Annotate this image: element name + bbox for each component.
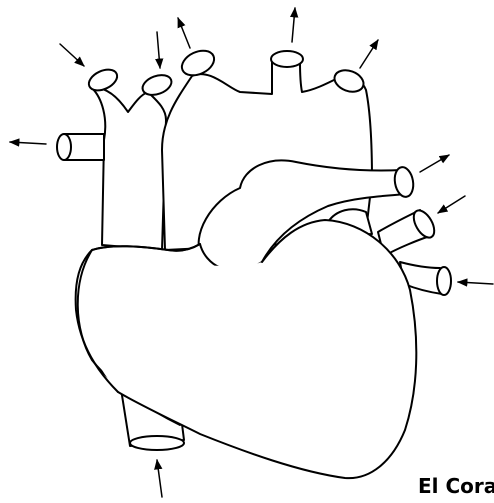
brachiocephalic-vein-left-opening bbox=[86, 66, 121, 95]
arrow-into-lower-pulmonary-vein bbox=[458, 282, 493, 284]
arrow-out-carotid-artery bbox=[292, 8, 295, 42]
inferior-vena-cava-opening bbox=[130, 436, 184, 450]
subclavian-vein-opening bbox=[57, 134, 71, 160]
arrow-out-subclavian-artery bbox=[360, 40, 378, 68]
arrow-into-left-brachiocephalic bbox=[60, 44, 84, 66]
pulmonary-vein-lower-opening bbox=[437, 267, 451, 295]
arrow-out-brachiocephalic-artery bbox=[178, 18, 190, 48]
superior-vena-cava bbox=[92, 88, 166, 250]
arrow-out-pulmonary-artery bbox=[420, 155, 449, 172]
brachiocephalic-artery-opening bbox=[178, 46, 218, 80]
arrow-into-inferior-vena-cava bbox=[157, 460, 162, 497]
diagram-caption: El Cora bbox=[418, 474, 494, 498]
arrow-into-upper-pulmonary-vein bbox=[438, 196, 465, 213]
arrow-out-subclavian-vein bbox=[10, 142, 46, 144]
arrow-into-right-brachiocephalic bbox=[157, 32, 160, 68]
left-carotid-artery-opening bbox=[271, 51, 303, 67]
